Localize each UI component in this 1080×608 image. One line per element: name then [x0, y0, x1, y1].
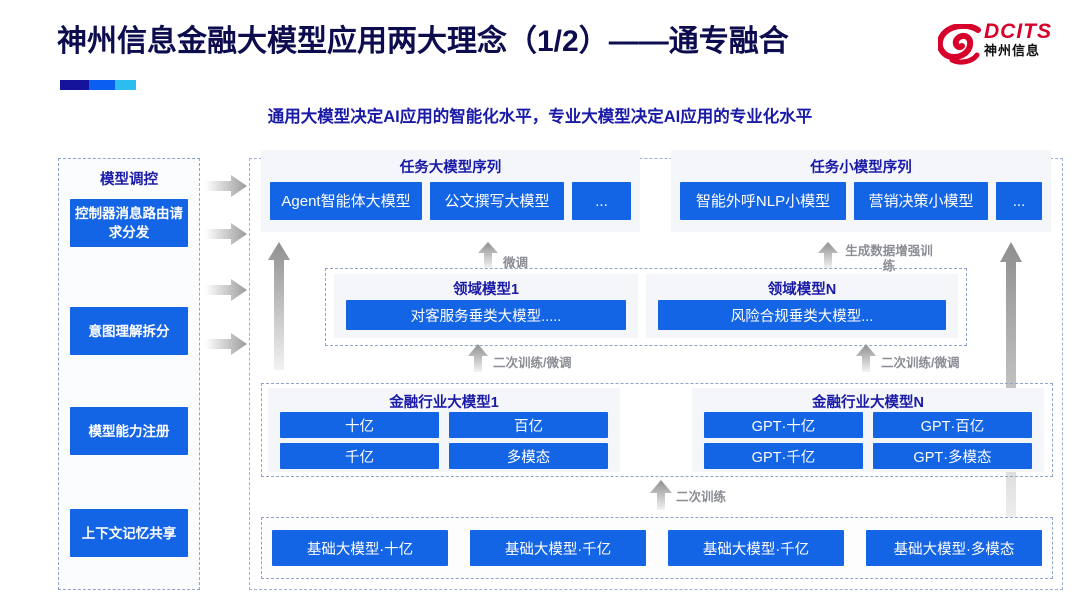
arrow-up-icon-right-tall: [1000, 242, 1022, 530]
industry-model-1-title: 金融行业大模型1: [389, 395, 499, 411]
model-control-panel: 模型调控 控制器消息路由请求分发 意图理解拆分 模型能力注册 上下文记忆共享: [58, 158, 200, 590]
chip-more-large[interactable]: ...: [572, 182, 631, 220]
task-large-model-sequence-title: 任务大模型序列: [399, 160, 502, 176]
task-small-model-chip-row: 智能外呼NLP小模型 营销决策小模型 ...: [680, 182, 1042, 220]
domain-model-1-chip[interactable]: 对客服务垂类大模型.....: [346, 300, 626, 330]
logo-cn: 神州信息: [984, 43, 1041, 58]
dcits-swirl-icon: [938, 24, 981, 65]
arrow-up-icon-retrain-2: [856, 344, 876, 372]
foundation-cell-2[interactable]: 基础大模型·千亿: [470, 530, 646, 566]
control-item-intent[interactable]: 意图理解拆分: [70, 307, 188, 355]
foundation-cell-3[interactable]: 基础大模型·千亿: [668, 530, 844, 566]
industry-model-1-grid: 十亿 百亿 千亿 多模态: [280, 412, 608, 469]
foundation-cell-4[interactable]: 基础大模型·多模态: [866, 530, 1042, 566]
arrow-right-icon-2: [205, 223, 247, 245]
domain-model-1-title: 领域模型1: [452, 282, 520, 298]
control-item-registry[interactable]: 模型能力注册: [70, 407, 188, 455]
chip-more-small[interactable]: ...: [996, 182, 1042, 220]
task-small-model-sequence-title: 任务小模型序列: [810, 160, 912, 176]
foundation-model-row: 基础大模型·十亿 基础大模型·千亿 基础大模型·千亿 基础大模型·多模态: [272, 530, 1042, 566]
industry-1-cell-3[interactable]: 千亿: [280, 443, 439, 469]
industry-1-cell-1[interactable]: 十亿: [280, 412, 439, 438]
architecture-diagram: 模型调控 控制器消息路由请求分发 意图理解拆分 模型能力注册 上下文记忆共享 任…: [0, 140, 1080, 608]
arrow-right-icon-4: [205, 333, 247, 355]
arrow-up-icon-retrain-base: [650, 480, 672, 510]
domain-model-n-chip[interactable]: 风险合规垂类大模型...: [658, 300, 946, 330]
control-item-context[interactable]: 上下文记忆共享: [70, 509, 188, 557]
caption-fine-tune: 微调: [503, 256, 529, 270]
industry-n-cell-3[interactable]: GPT·千亿: [704, 443, 863, 469]
foundation-cell-1[interactable]: 基础大模型·十亿: [272, 530, 448, 566]
arrow-up-icon-left-tall: [268, 242, 290, 370]
industry-model-band: 金融行业大模型1 十亿 百亿 千亿 多模态 金融行业大模型N GPT·十亿 GP…: [261, 383, 1053, 477]
page-title: 神州信息金融大模型应用两大理念（1/2）——通专融合: [57, 25, 789, 58]
domain-model-1: 领域模型1 对客服务垂类大模型.....: [334, 274, 638, 338]
industry-model-n: 金融行业大模型N GPT·十亿 GPT·百亿 GPT·千亿 GPT·多模态: [692, 388, 1044, 472]
chip-outbound-nlp-model[interactable]: 智能外呼NLP小模型: [680, 182, 846, 220]
arrow-right-icon-1: [205, 175, 247, 197]
logo-en: DCITS: [984, 20, 1052, 43]
rule-segment-3: [114, 80, 136, 90]
arrow-right-icon-3: [205, 279, 247, 301]
task-large-model-chip-row: Agent智能体大模型 公文撰写大模型 ...: [270, 182, 631, 220]
slide-header: 神州信息金融大模型应用两大理念（1/2）——通专融合 通用大模型决定AI应用的智…: [0, 0, 1080, 140]
domain-model-band: 领域模型1 对客服务垂类大模型..... 领域模型N 风险合规垂类大模型...: [325, 268, 967, 346]
task-small-model-sequence: 任务小模型序列 智能外呼NLP小模型 营销决策小模型 ...: [671, 150, 1051, 232]
caption-retrain: 二次训练: [676, 490, 727, 504]
industry-model-n-grid: GPT·十亿 GPT·百亿 GPT·千亿 GPT·多模态: [704, 412, 1032, 469]
model-stack-container: [249, 158, 1063, 590]
industry-model-1: 金融行业大模型1 十亿 百亿 千亿 多模态: [268, 388, 620, 472]
chip-document-model[interactable]: 公文撰写大模型: [430, 182, 564, 220]
industry-model-n-title: 金融行业大模型N: [812, 395, 924, 411]
industry-1-cell-4[interactable]: 多模态: [449, 443, 608, 469]
rule-segment-1: [60, 80, 90, 90]
logo-text: DCITS 神州信息: [984, 21, 1052, 59]
caption-data-augment: 生成数据增强训练: [845, 244, 933, 273]
chip-agent-model[interactable]: Agent智能体大模型: [270, 182, 422, 220]
dcits-logo: DCITS 神州信息: [938, 20, 1064, 74]
industry-n-cell-2[interactable]: GPT·百亿: [873, 412, 1032, 438]
domain-model-n-title: 领域模型N: [767, 282, 837, 298]
industry-n-cell-4[interactable]: GPT·多模态: [873, 443, 1032, 469]
control-panel-title: 模型调控: [100, 172, 158, 188]
control-item-router[interactable]: 控制器消息路由请求分发: [70, 199, 188, 247]
industry-n-cell-1[interactable]: GPT·十亿: [704, 412, 863, 438]
industry-1-cell-2[interactable]: 百亿: [449, 412, 608, 438]
arrow-up-icon-retrain-1: [468, 344, 488, 372]
chip-marketing-model[interactable]: 营销决策小模型: [854, 182, 988, 220]
page-subtitle: 通用大模型决定AI应用的智能化水平，专业大模型决定AI应用的专业化水平: [267, 108, 813, 126]
title-accent-rule: [60, 80, 136, 90]
arrow-up-icon-finetune: [478, 242, 498, 268]
domain-model-n: 领域模型N 风险合规垂类大模型...: [646, 274, 958, 338]
arrow-up-icon-augment: [818, 242, 838, 268]
caption-retrain-tune-1: 二次训练/微调: [493, 356, 572, 370]
caption-retrain-tune-2: 二次训练/微调: [881, 356, 960, 370]
task-large-model-sequence: 任务大模型序列 Agent智能体大模型 公文撰写大模型 ...: [261, 150, 640, 232]
foundation-model-band: 基础大模型·十亿 基础大模型·千亿 基础大模型·千亿 基础大模型·多模态: [261, 517, 1053, 579]
rule-segment-2: [89, 80, 115, 90]
